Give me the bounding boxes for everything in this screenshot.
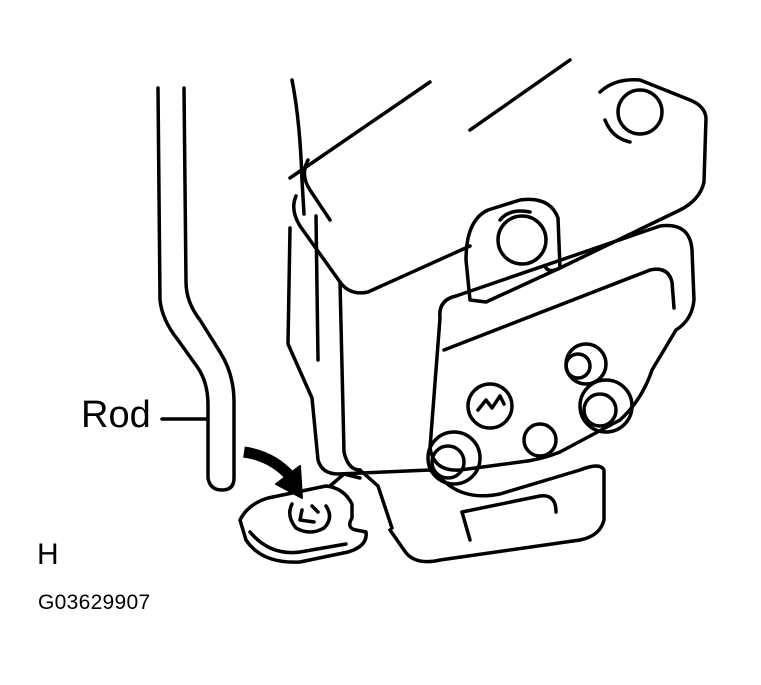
door-lock-assembly bbox=[286, 58, 708, 564]
rod-label: Rod bbox=[81, 394, 151, 436]
lock-rod bbox=[156, 86, 236, 492]
door-panel-edge bbox=[290, 78, 306, 216]
figure-code: G03629907 bbox=[38, 591, 151, 614]
direction-arrow bbox=[243, 446, 303, 499]
view-letter-label: H bbox=[37, 538, 59, 571]
rod-retaining-clip bbox=[238, 472, 368, 564]
